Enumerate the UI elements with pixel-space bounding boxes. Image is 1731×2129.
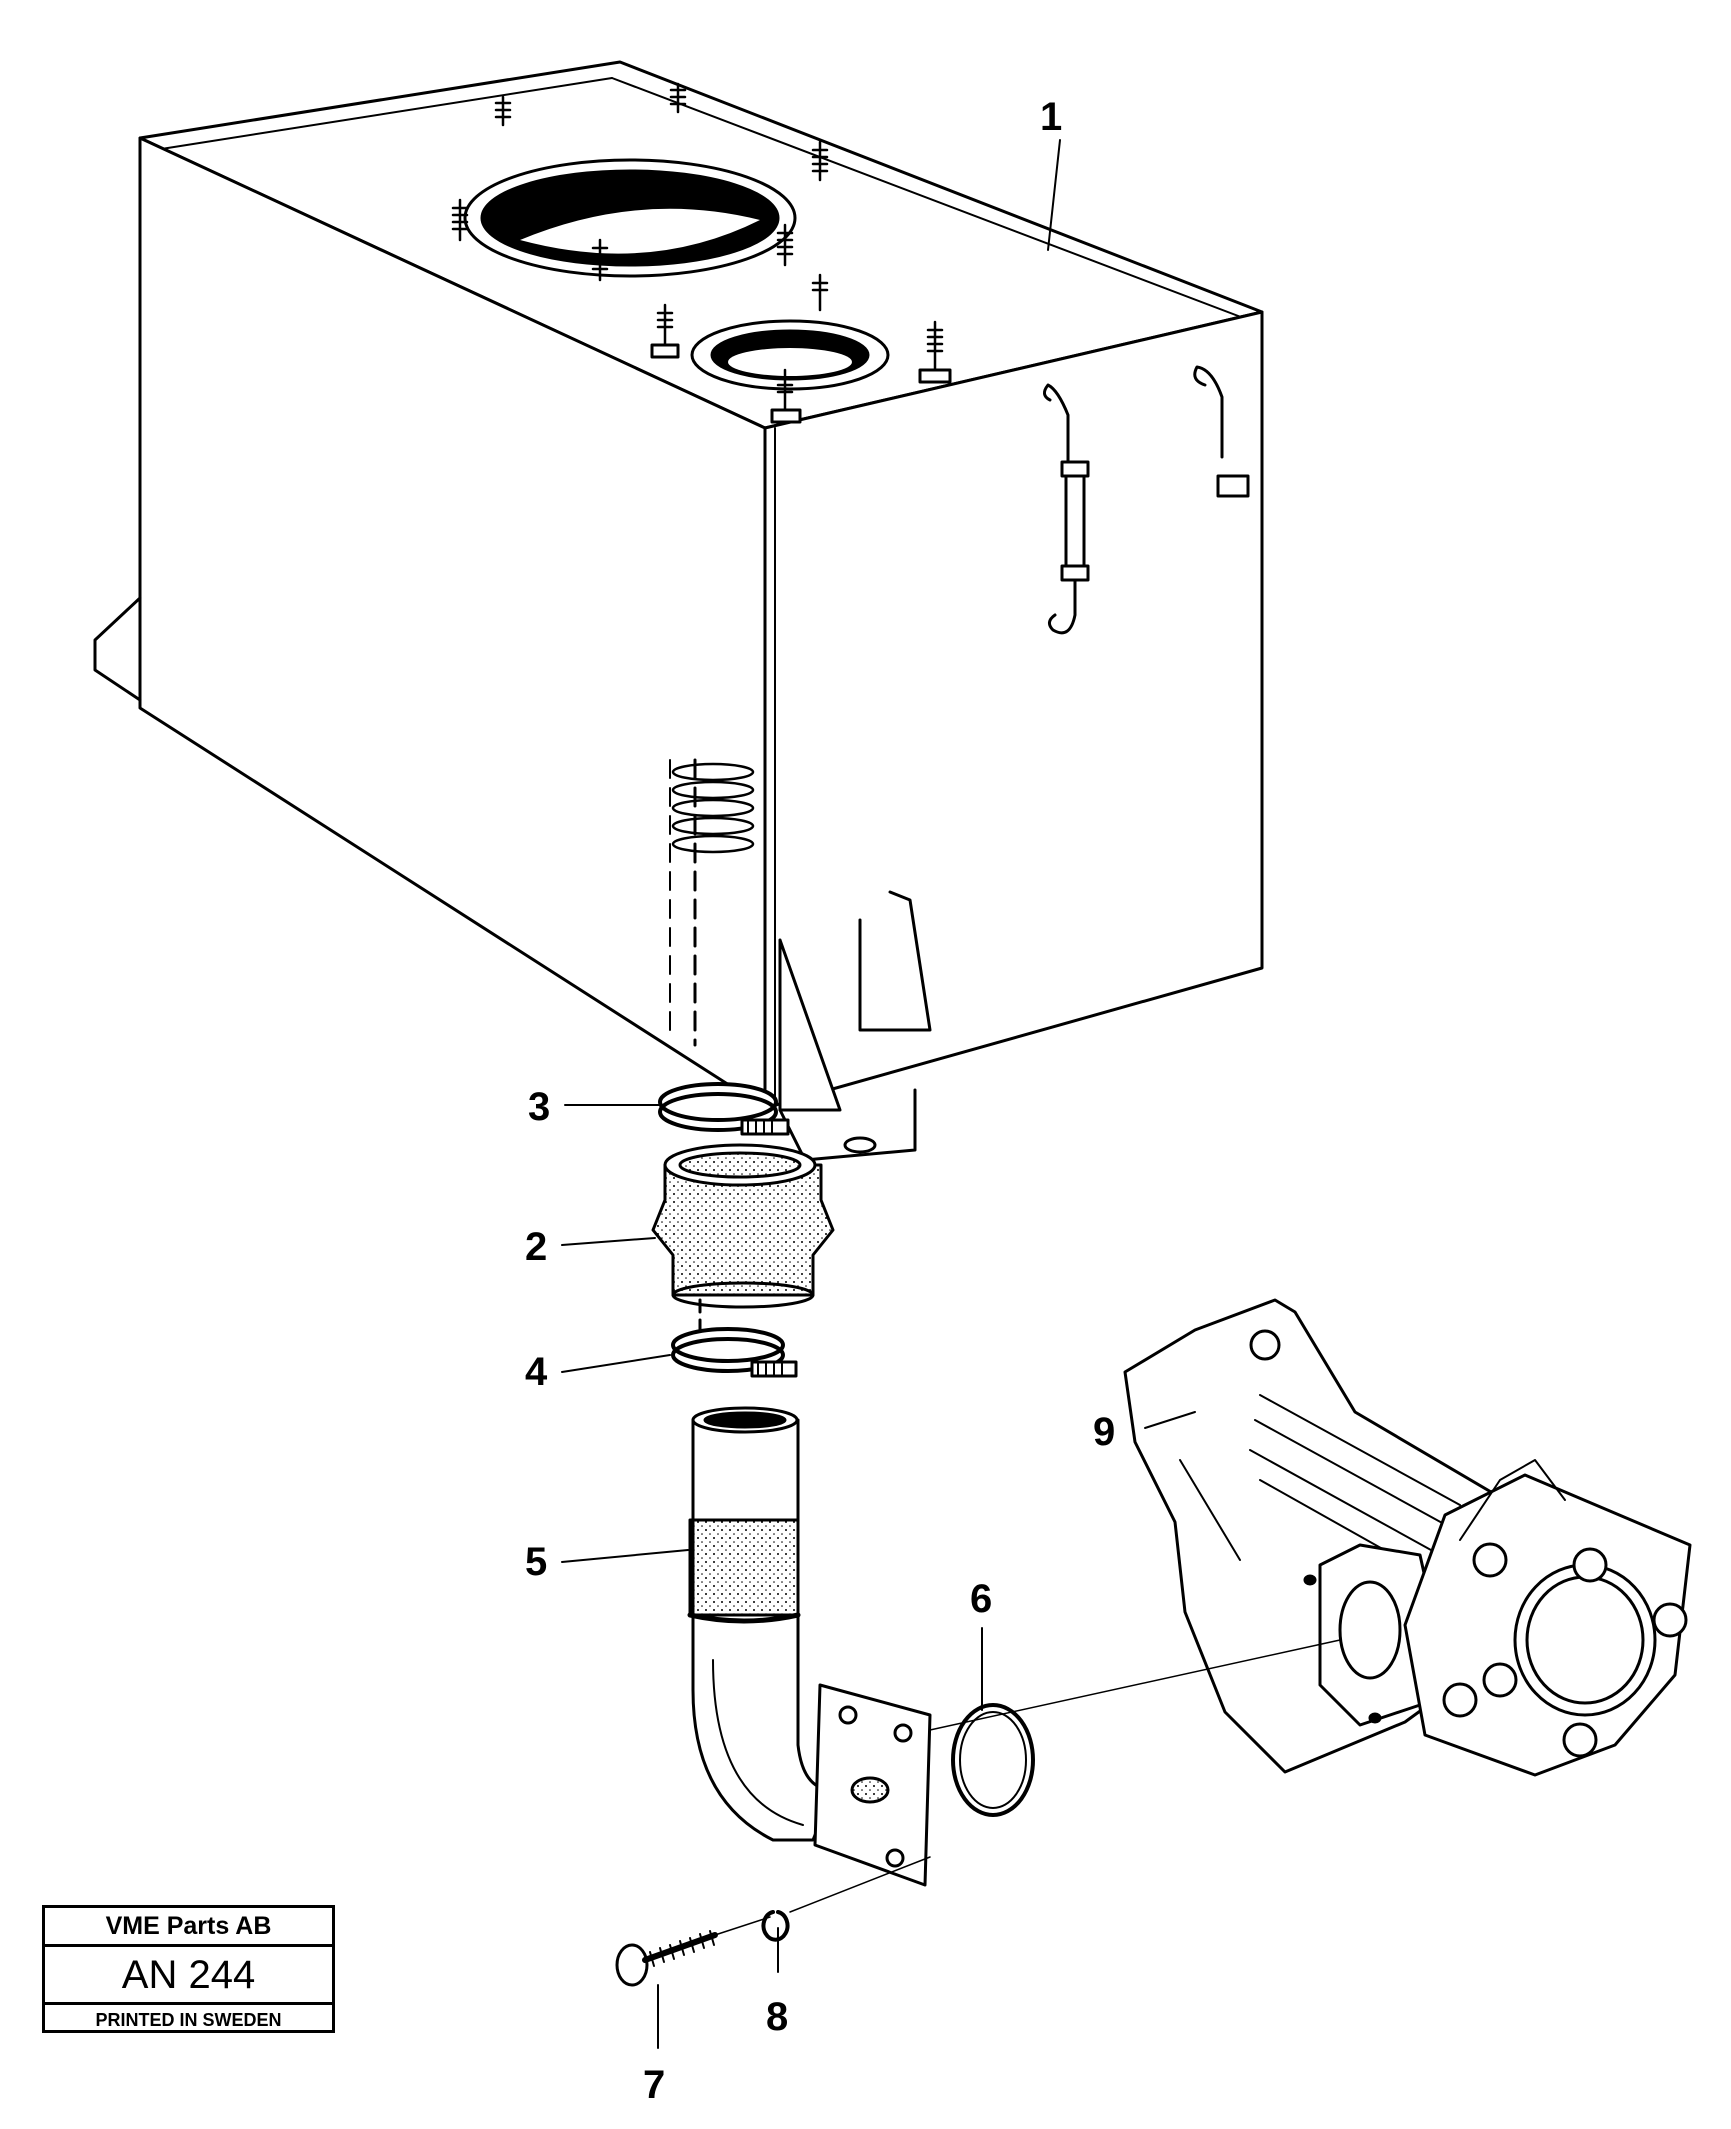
callout-3: 3: [528, 1085, 550, 1129]
leader-lines: [561, 139, 1196, 2049]
title-block-company: VME Parts AB: [45, 1908, 332, 1947]
title-block-printed: PRINTED IN SWEDEN: [95, 2010, 282, 2030]
callout-5: 5: [525, 1540, 547, 1584]
screw: [615, 1916, 771, 1987]
assembly-line: [929, 1639, 1341, 1731]
hose-clamp-lower: [671, 1327, 798, 1378]
callout-1: 1: [1040, 95, 1062, 139]
o-ring: [951, 1703, 1035, 1817]
callout-7: 7: [643, 2063, 665, 2107]
callout-9: 9: [1093, 1410, 1115, 1454]
callout-8: 8: [766, 1995, 788, 2039]
rubber-sleeve: [651, 1143, 835, 1332]
hydraulic-pump: [1123, 1298, 1692, 1777]
title-block: VME Parts AB AN 244 PRINTED IN SWEDEN: [42, 1905, 335, 2033]
spring-washer: [761, 1856, 931, 1942]
suction-pipe: [687, 1406, 932, 1887]
callout-6: 6: [970, 1577, 992, 1621]
hydraulic-tank: [93, 60, 1264, 1162]
callout-2: 2: [525, 1225, 547, 1269]
hose-clamp-upper: [658, 1082, 790, 1136]
title-block-code: AN 244: [45, 1947, 332, 2005]
callout-4: 4: [525, 1350, 548, 1394]
